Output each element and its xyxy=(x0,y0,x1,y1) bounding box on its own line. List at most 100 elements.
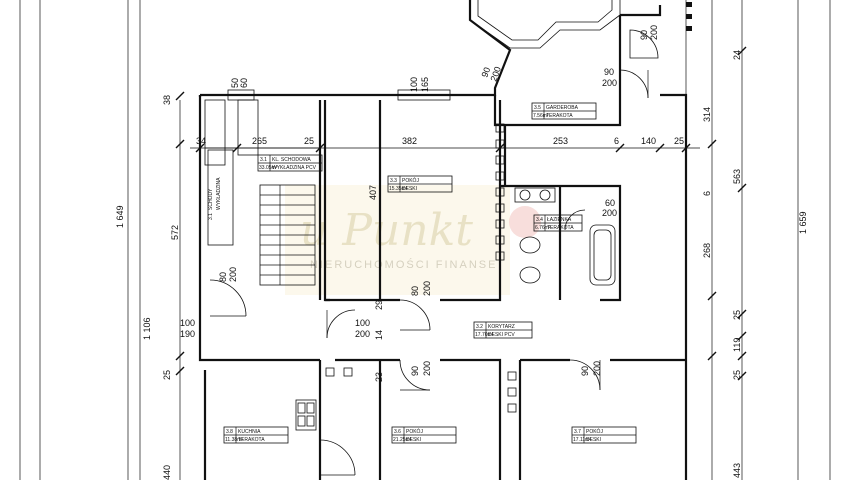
dim-small-23: 23 xyxy=(374,372,384,382)
room-kitchen-number: 3.8 xyxy=(226,429,233,435)
dim-right-563: 563 xyxy=(732,169,742,184)
room-bath-number: 3.4 xyxy=(536,217,543,223)
dim-door-r6-w: 90 xyxy=(580,366,590,376)
dim-right-25b: 25 xyxy=(732,370,742,380)
vent-column xyxy=(325,123,517,413)
room-6-number: 3.7 xyxy=(574,429,581,435)
dim-door-entry-w: 100 xyxy=(180,318,195,328)
dim-win2-w: 100 xyxy=(409,77,419,92)
room-wardrobe-floor: TERAKOTA xyxy=(546,113,573,119)
room-stair-name: KL. SCHODOWA xyxy=(272,157,311,163)
dim-win1-w: 50 xyxy=(230,78,240,88)
dim-right-119: 119 xyxy=(732,338,742,352)
dim-door-k-h: 200 xyxy=(422,361,432,376)
dim-top-34: 34 xyxy=(196,136,206,146)
dim-small-29: 29 xyxy=(374,300,384,310)
dim-door-gard-h: 200 xyxy=(602,78,617,88)
dim-right-268: 268 xyxy=(702,243,712,258)
room-wardrobe-name: GARDEROBA xyxy=(546,105,579,111)
dim-top-382: 382 xyxy=(402,136,417,146)
room-stair-number: 3.1 xyxy=(260,157,267,163)
dim-right-25a: 25 xyxy=(732,310,742,320)
room-wardrobe-number: 3.5 xyxy=(534,105,541,111)
dimension-lines xyxy=(39,0,799,480)
dim-door-corr-w: 100 xyxy=(355,318,370,328)
dim-right-314: 314 xyxy=(702,107,712,122)
room-6-name: POKÓJ xyxy=(586,428,603,435)
room-kitchen-area: 11.38m² xyxy=(225,437,243,443)
dim-small-14: 14 xyxy=(374,330,384,340)
room-6-area: 17.11m² xyxy=(573,437,591,443)
dim-door-stair-w: 80 xyxy=(218,272,228,282)
room-3-area: 15.35m² xyxy=(389,186,408,192)
room-bath-floor: TERAKOTA xyxy=(547,225,574,231)
dim-right-6: 6 xyxy=(702,191,712,196)
room-bath-area: 6.76m² xyxy=(535,225,551,231)
kitchen-fixtures xyxy=(295,399,317,431)
dim-top-25a: 25 xyxy=(304,136,314,146)
dim-door-bath-h: 200 xyxy=(602,208,617,218)
room-corridor-number: 3.2 xyxy=(476,324,483,330)
dim-top-25b: 25 xyxy=(674,136,684,146)
dim-top-265: 265 xyxy=(252,136,267,146)
dim-left-25: 25 xyxy=(162,370,172,380)
dim-left-440: 440 xyxy=(162,465,172,480)
dim-door-gard-w: 90 xyxy=(604,67,614,77)
room-3-floor: DESKI xyxy=(402,186,417,192)
room-kitchen-floor: TERAKOTA xyxy=(238,437,265,443)
staircase xyxy=(207,149,316,286)
dim-door-corr-h: 200 xyxy=(355,329,370,339)
room-7-floor: DESKI xyxy=(406,437,421,443)
room-corridor-name: KORYTARZ xyxy=(488,324,515,330)
dim-right-24: 24 xyxy=(732,50,742,60)
dim-door-room3-h: 200 xyxy=(422,281,432,296)
room-wardrobe-area: 7.56m² xyxy=(533,113,549,119)
dim-top-253: 253 xyxy=(553,136,568,146)
room-7-number: 3.6 xyxy=(394,429,401,435)
dim-door-room3-w: 80 xyxy=(410,286,420,296)
dim-left-38: 38 xyxy=(162,95,172,105)
dim-door-skew-h: 200 xyxy=(488,65,503,83)
watermark-caption: NIERUCHOMOŚCI FINANSE xyxy=(310,258,497,271)
dim-left-1106: 1 106 xyxy=(142,317,152,340)
door-swings xyxy=(209,29,659,476)
watermark: u Punkt NIERUCHOMOŚCI FINANSE xyxy=(285,185,541,295)
room-stair-area: 33.05m² xyxy=(259,165,278,171)
room-6-floor: DESKI xyxy=(586,437,601,443)
dim-win1-h: 60 xyxy=(239,78,249,88)
dim-right-1659: 1 659 xyxy=(798,211,808,234)
room-corridor-area: 17.70m² xyxy=(475,332,494,338)
room-corridor-floor: DESKI PCV xyxy=(488,332,515,338)
dim-door-r6-h: 200 xyxy=(592,361,602,376)
dim-door-stair-h: 200 xyxy=(228,267,238,282)
watermark-script: u Punkt xyxy=(300,205,473,256)
dim-wall-407: 407 xyxy=(368,185,378,200)
dim-left-total: 1 649 xyxy=(115,205,125,228)
dim-left-572: 572 xyxy=(170,225,180,240)
room-stair-floor: WYKŁADZINA PCV xyxy=(272,165,317,171)
room-7-area: 21.25m² xyxy=(393,437,412,443)
corner-marks xyxy=(686,2,692,31)
room-stair2-number: 3.1 xyxy=(208,213,214,220)
room-stair2-name: SCHODY xyxy=(208,188,214,210)
dim-door-k-w: 90 xyxy=(410,366,420,376)
room-7-name: POKÓJ xyxy=(406,428,423,435)
room-labels: 3.1 KL. SCHODOWA 33.05m² WYKŁADZINA PCV … xyxy=(208,102,637,444)
interior-walls xyxy=(204,99,686,480)
dim-top-6: 6 xyxy=(614,136,619,146)
dim-win2-h: 165 xyxy=(420,77,430,92)
dim-door-bath-w: 60 xyxy=(605,198,615,208)
dim-door-skew-w: 90 xyxy=(479,66,492,79)
bathroom-fixtures xyxy=(514,187,616,286)
room-bath-name: ŁAZIENKA xyxy=(547,217,572,223)
dim-door-top-w: 90 xyxy=(639,30,649,40)
room-kitchen-name: KUCHNIA xyxy=(238,429,261,435)
room-stair2-floor: WYKŁADZINA xyxy=(216,177,222,210)
dim-top-140: 140 xyxy=(641,136,656,146)
dim-door-entry-h: 190 xyxy=(180,329,195,339)
room-3-name: POKÓJ xyxy=(402,177,419,184)
dim-right-443: 443 xyxy=(732,463,742,478)
dim-door-top-h: 200 xyxy=(649,25,659,40)
room-3-number: 3.3 xyxy=(390,178,397,184)
